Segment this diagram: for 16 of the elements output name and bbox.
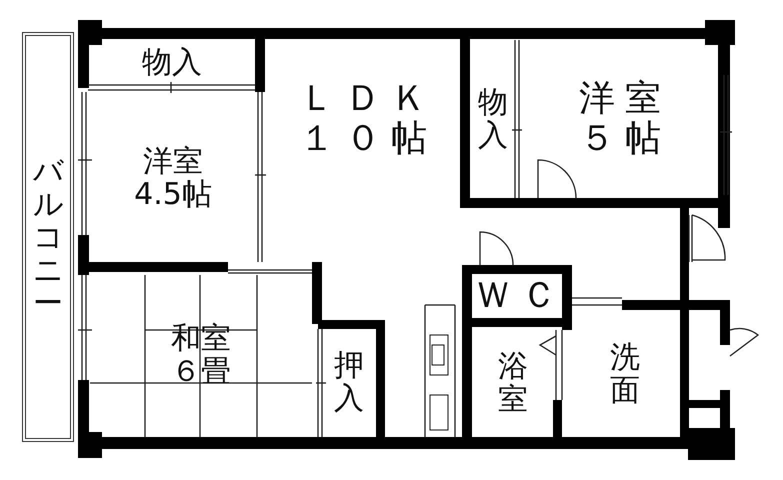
- room-label: 浴室: [498, 350, 528, 416]
- room-label: ＬＤＫ: [299, 79, 437, 119]
- room-label: ＷＣ: [475, 276, 567, 316]
- room-label: 物入: [478, 86, 508, 152]
- room-label: 和室: [171, 322, 231, 355]
- room-label: 洋室: [143, 145, 203, 178]
- room-label: 4.5帖: [134, 178, 212, 211]
- room-label: 洋室: [579, 79, 671, 119]
- room-label: ６畳: [171, 355, 231, 388]
- room-label: バルコニー: [33, 154, 63, 320]
- room-label: １０帖: [299, 119, 437, 159]
- room-label: 洗面: [610, 341, 640, 407]
- room-label: 物入: [142, 46, 202, 78]
- room-label: ５帖: [579, 119, 671, 159]
- balcony-area: [22, 32, 74, 442]
- room-label: 押入: [334, 349, 364, 415]
